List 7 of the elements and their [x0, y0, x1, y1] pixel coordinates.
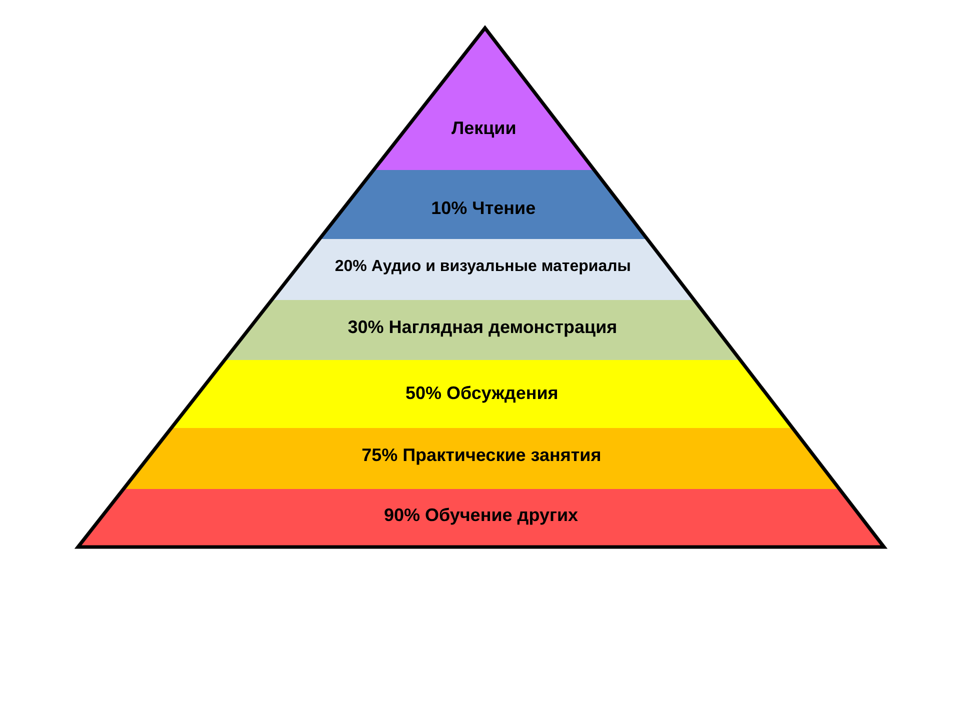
tier-label: 90% Обучение других	[382, 505, 580, 526]
tier-label: Лекции	[450, 118, 518, 139]
tier-label: 20% Аудио и визуальные материалы	[334, 258, 632, 276]
tier-label: 50% Обсуждения	[404, 383, 560, 404]
tier-label: 30% Наглядная демонстрация	[346, 317, 618, 338]
tier-label: 75% Практические занятия	[360, 445, 602, 466]
tier-label: 10% Чтение	[430, 198, 537, 219]
